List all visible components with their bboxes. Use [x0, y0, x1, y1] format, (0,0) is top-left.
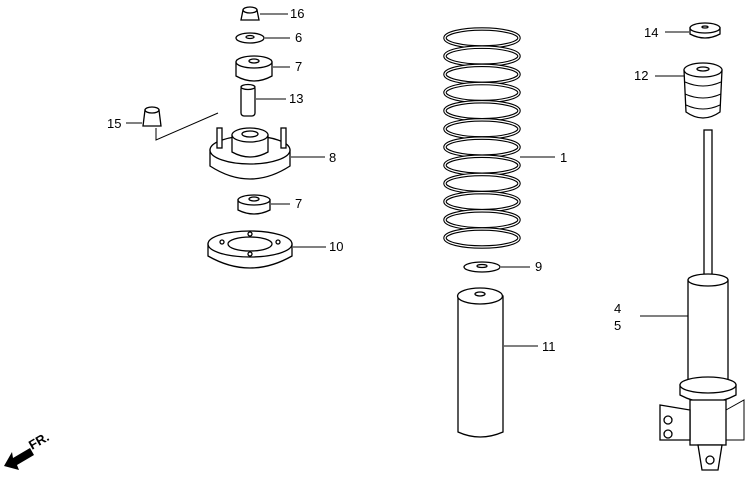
- spring-coil: [444, 119, 520, 139]
- callout-16: 16: [290, 6, 304, 21]
- callout-4: 4: [614, 301, 621, 316]
- spring-coil: [444, 82, 520, 103]
- bushing-7-upper[interactable]: [235, 55, 273, 82]
- callout-7-upper: 7: [295, 59, 302, 74]
- nut-16[interactable]: [240, 6, 260, 21]
- callout-15: 15: [107, 116, 121, 131]
- callout-8: 8: [329, 150, 336, 165]
- coil-spring-1[interactable]: [443, 27, 521, 249]
- spring-coil: [444, 64, 520, 85]
- callout-1: 1: [560, 150, 567, 165]
- nut-15[interactable]: [142, 106, 162, 127]
- spring-coil: [444, 228, 520, 248]
- spring-coil: [444, 137, 520, 157]
- callout-12: 12: [634, 68, 648, 83]
- callout-5: 5: [614, 318, 621, 333]
- callout-11: 11: [542, 339, 556, 354]
- spring-coil: [444, 191, 520, 212]
- spring-coil: [444, 210, 520, 230]
- front-arrow-icon: [4, 448, 34, 470]
- callout-13: 13: [289, 91, 303, 106]
- washer-9[interactable]: [463, 261, 501, 273]
- plate-14[interactable]: [689, 22, 721, 39]
- callout-7-lower: 7: [295, 196, 302, 211]
- spring-coil: [444, 46, 520, 66]
- collar-13[interactable]: [240, 83, 256, 117]
- plate-10[interactable]: [207, 230, 293, 269]
- spring-coil: [444, 28, 520, 48]
- callout-14: 14: [644, 25, 658, 40]
- shock-absorber-4-5[interactable]: [659, 129, 745, 471]
- washer-6[interactable]: [235, 32, 265, 44]
- callout-6: 6: [295, 30, 302, 45]
- callout-10: 10: [329, 239, 343, 254]
- spring-coil: [444, 173, 520, 194]
- dust-cover-11[interactable]: [456, 287, 504, 438]
- callout-9: 9: [535, 259, 542, 274]
- spring-coil: [444, 155, 520, 175]
- bump-stop-12[interactable]: [683, 62, 723, 119]
- spring-coil: [444, 101, 520, 121]
- mounting-base-8[interactable]: [209, 127, 291, 180]
- bushing-7-lower[interactable]: [237, 194, 271, 215]
